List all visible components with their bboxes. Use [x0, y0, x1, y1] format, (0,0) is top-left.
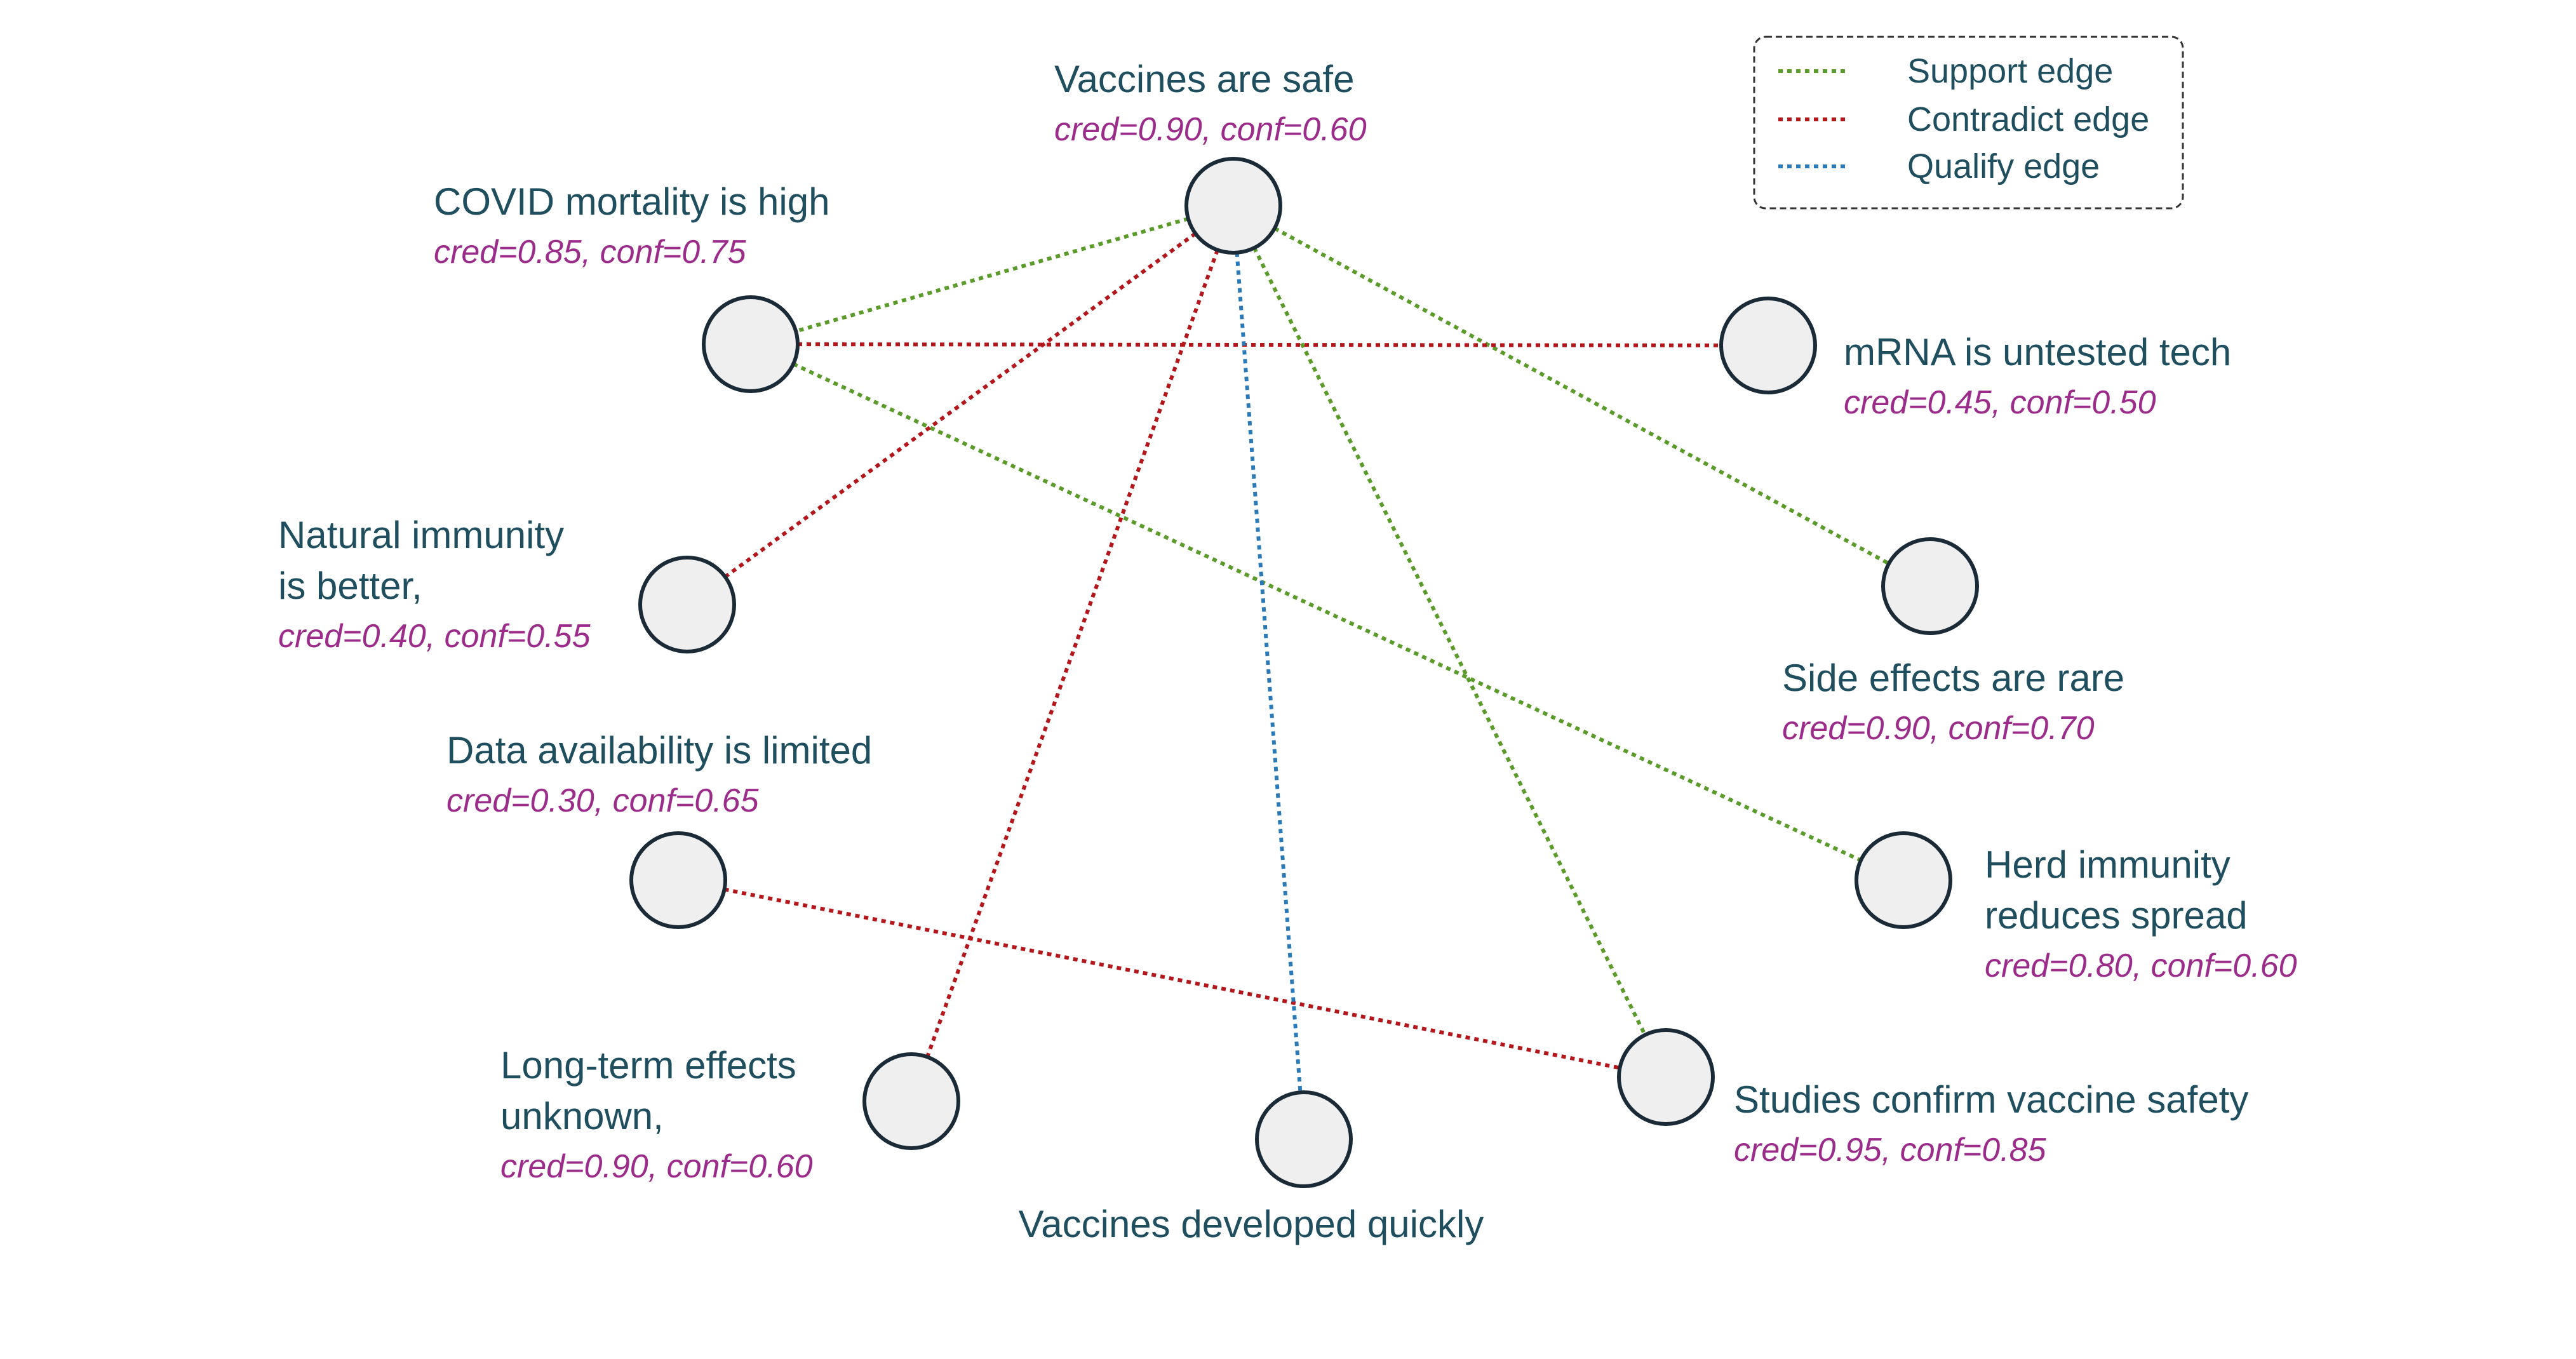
- node-natural-title-line-1: is better,: [278, 565, 422, 607]
- edge-contradict-mortality-mrna: [797, 342, 1722, 347]
- node-side: [1881, 537, 1979, 635]
- node-natural-title-line-0: Natural immunity: [278, 514, 564, 556]
- edges-layer: [723, 217, 1890, 1093]
- legend-support-label: Support edge: [1907, 52, 2113, 90]
- node-data-title-line-0: Data availability is limited: [446, 729, 872, 772]
- legend-qualify-label: Qualify edge: [1907, 147, 2100, 185]
- node-mrna: [1719, 297, 1817, 394]
- node-herd-metric: cred=0.80, conf=0.60: [1985, 947, 2297, 984]
- node-longterm-title-line-1: unknown,: [500, 1095, 664, 1137]
- node-longterm: [862, 1052, 960, 1150]
- edge-contradict-data-studies: [723, 887, 1621, 1070]
- node-herd: [1855, 831, 1952, 929]
- node-mortality-title-line-0: COVID mortality is high: [434, 180, 830, 223]
- node-data: [629, 831, 727, 929]
- legend-box: [1753, 36, 2184, 210]
- node-safe: [1184, 157, 1282, 255]
- node-longterm-title-line-0: Long-term effects: [500, 1044, 796, 1087]
- node-data-metric: cred=0.30, conf=0.65: [446, 782, 760, 819]
- node-mortality-metric: cred=0.85, conf=0.75: [434, 234, 747, 271]
- edge-support-safe-side: [1273, 226, 1890, 566]
- node-mrna-metric: cred=0.45, conf=0.50: [1844, 384, 2156, 421]
- node-mortality: [702, 295, 800, 393]
- legend: Support edge Contradict edge Qualify edg…: [1753, 36, 2184, 210]
- node-quick-title-line-0: Vaccines developed quickly: [1019, 1203, 1484, 1245]
- node-quick: [1255, 1090, 1353, 1188]
- edge-contradict-safe-natural: [723, 232, 1197, 579]
- node-studies-title-line-0: Studies confirm vaccine safety: [1734, 1078, 2248, 1121]
- node-side-metric: cred=0.90, conf=0.70: [1782, 710, 2095, 747]
- node-longterm-metric: cred=0.90, conf=0.60: [500, 1148, 813, 1185]
- edge-support-safe-mortality: [795, 217, 1189, 333]
- node-natural: [638, 556, 736, 653]
- node-natural-metric: cred=0.40, conf=0.55: [278, 618, 591, 655]
- legend-contradict-label: Contradict edge: [1907, 100, 2149, 138]
- node-mrna-title-line-0: mRNA is untested tech: [1844, 331, 2231, 373]
- node-studies-metric: cred=0.95, conf=0.85: [1734, 1132, 2047, 1168]
- edge-support-mortality-herd: [792, 362, 1862, 862]
- nodes-layer: [629, 157, 1979, 1188]
- node-safe-title-line-0: Vaccines are safe: [1054, 58, 1354, 100]
- edge-support-safe-studies: [1252, 246, 1647, 1036]
- node-herd-title-line-0: Herd immunity: [1985, 843, 2231, 886]
- node-safe-metric: cred=0.90, conf=0.60: [1054, 111, 1367, 148]
- edge-qualify-safe-quick: [1235, 252, 1303, 1093]
- node-side-title-line-0: Side effects are rare: [1782, 657, 2124, 699]
- edge-contradict-safe-longterm: [925, 249, 1219, 1058]
- node-studies: [1617, 1028, 1715, 1126]
- node-herd-title-line-1: reduces spread: [1985, 894, 2248, 937]
